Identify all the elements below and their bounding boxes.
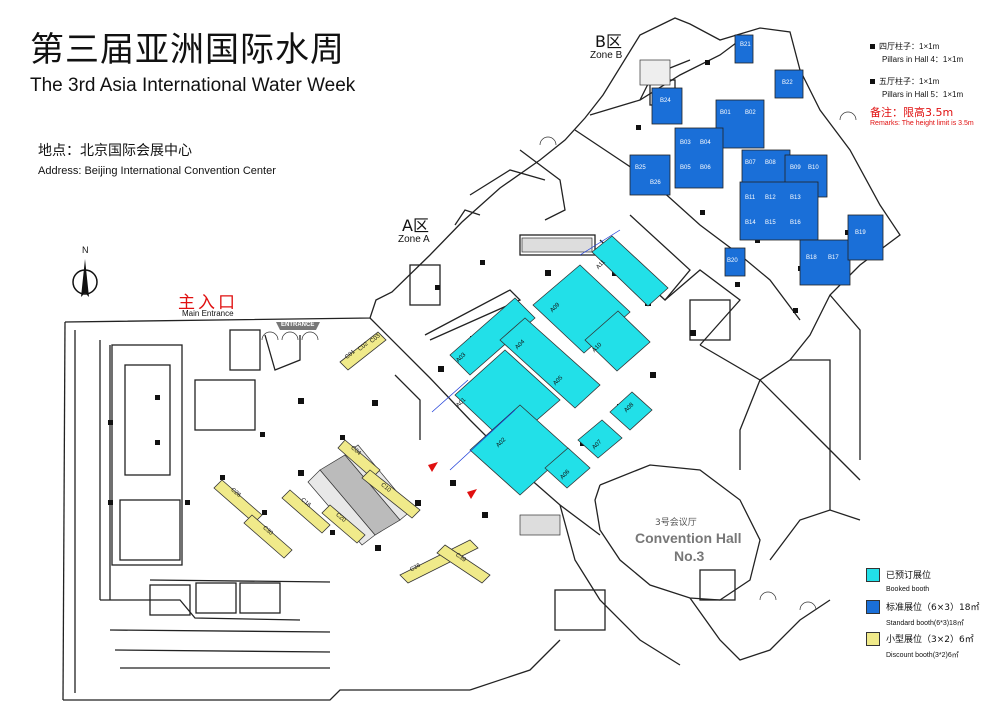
main-entrance-label: 主入口 [178, 293, 238, 313]
booth-b07: B07 [745, 160, 756, 166]
legend-standard: 标准展位（6×3）18㎡ Standard booth(6*3)18㎡ [866, 600, 1006, 630]
booth-b15: B15 [765, 220, 776, 226]
zone-b-label-en: Zone B [590, 50, 623, 61]
hall5-note-en: Pillars in Hall 5：1×1m [882, 90, 964, 99]
booth-b12: B12 [765, 195, 776, 201]
booth-b13: B13 [790, 195, 801, 201]
hall4-note-cn: 四厅柱子：1×1m [879, 42, 940, 51]
booth-b04: B04 [700, 140, 711, 146]
page-subtitle: The 3rd Asia International Water Week [30, 75, 356, 96]
booth-b11: B11 [745, 195, 756, 201]
location-cn: 地点：北京国际会展中心 [38, 143, 192, 159]
booth-b20: B20 [727, 258, 738, 264]
dimension-lines [431, 229, 621, 471]
hall4-note-en: Pillars in Hall 4：1×1m [882, 55, 964, 64]
legend-swatch-booked [866, 568, 880, 582]
direction-arrows [428, 462, 477, 499]
main-entrance-label-en: Main Entrance [182, 309, 234, 318]
standard-booths [629, 34, 884, 286]
booth-b01: B01 [720, 110, 731, 116]
booth-b03: B03 [680, 140, 691, 146]
location-en: Address: Beijing International Conventio… [38, 165, 276, 177]
booth-b25: B25 [635, 165, 646, 171]
pillar-notes: 四厅柱子：1×1m Pillars in Hall 4：1×1m 五厅柱子：1×… [870, 36, 974, 127]
booth-b08: B08 [765, 160, 776, 166]
legend-swatch-standard [866, 600, 880, 614]
booth-b16: B16 [790, 220, 801, 226]
booth-b06: B06 [700, 165, 711, 171]
building-walls [62, 17, 901, 701]
entrance-sign-text: ENTRANCE [281, 322, 315, 328]
compass-icon [72, 259, 98, 297]
hall3-label-en-2: No.3 [674, 548, 705, 564]
north-label: N [82, 245, 89, 255]
booth-b09: B09 [790, 165, 801, 171]
booth-b24: B24 [660, 98, 671, 104]
discount-booths [213, 331, 491, 584]
north-arrow-icon: N [70, 245, 100, 305]
page-title: 第三届亚洲国际水周 [30, 30, 345, 70]
booth-b05: B05 [680, 165, 691, 171]
booth-b19: B19 [855, 230, 866, 236]
hall3-label-en-1: Convention Hall [635, 530, 742, 546]
booth-b14: B14 [745, 220, 756, 226]
height-note-en: Remarks: The height limit is 3.5m [870, 120, 974, 127]
zone-a-label: A区 [402, 216, 429, 235]
doors [261, 111, 857, 611]
booth-b21: B21 [740, 42, 751, 48]
booked-booths [449, 235, 669, 496]
booth-b18: B18 [806, 255, 817, 261]
hall5-note-cn: 五厅柱子：1×1m [879, 77, 940, 86]
legend-discount: 小型展位（3×2）6㎡ Discount booth(3*2)6㎡ [866, 632, 1006, 662]
height-note-cn: 备注：限高3.5m [870, 106, 954, 119]
hall3-label-cn: 3号会议厅 [655, 518, 697, 528]
booth-b17: B17 [828, 255, 839, 261]
booth-b22: B22 [782, 80, 793, 86]
zone-a-label-en: Zone A [398, 234, 430, 245]
booth-b02: B02 [745, 110, 756, 116]
booth-b10: B10 [808, 165, 819, 171]
zone-b-label: B区 [595, 32, 622, 51]
booth-b26: B26 [650, 180, 661, 186]
legend-booked: 已预订展位 Booked booth [866, 568, 1006, 598]
legend-swatch-discount [866, 632, 880, 646]
entrance-sign [276, 322, 320, 330]
